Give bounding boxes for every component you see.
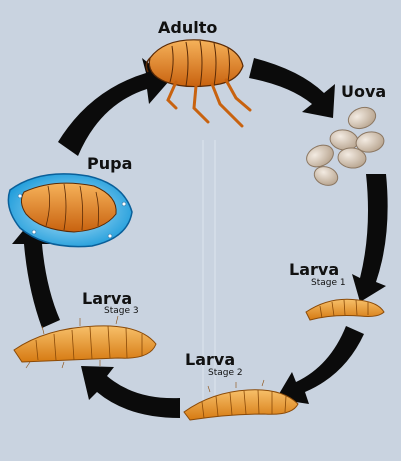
cycle-arrow-icon (58, 58, 170, 156)
pupa-cocoon-icon (7, 173, 133, 248)
label-larva-3: Larva (82, 289, 133, 308)
label-larva-2-stage: Stage 2 (208, 368, 243, 378)
larva-icon (13, 315, 157, 369)
label-pupa: Pupa (87, 154, 133, 173)
larva-icon (305, 298, 385, 321)
eggs-icon (306, 106, 385, 186)
label-larva-1-stage: Stage 1 (311, 278, 346, 288)
label-larva-1: Larva (289, 260, 340, 279)
larva-icon (183, 379, 299, 421)
flea-adult-icon (145, 39, 252, 128)
label-eggs: Uova (341, 82, 387, 101)
cycle-arrow-icon (12, 220, 60, 328)
cycle-arrow-icon (249, 58, 335, 118)
cycle-arrow-icon (81, 366, 180, 418)
label-adult: Adulto (158, 18, 218, 37)
label-larva-2: Larva (185, 350, 236, 369)
cycle-arrow-icon (352, 174, 388, 302)
cycle-arrow-icon (276, 326, 364, 404)
label-larva-3-stage: Stage 3 (104, 306, 139, 316)
